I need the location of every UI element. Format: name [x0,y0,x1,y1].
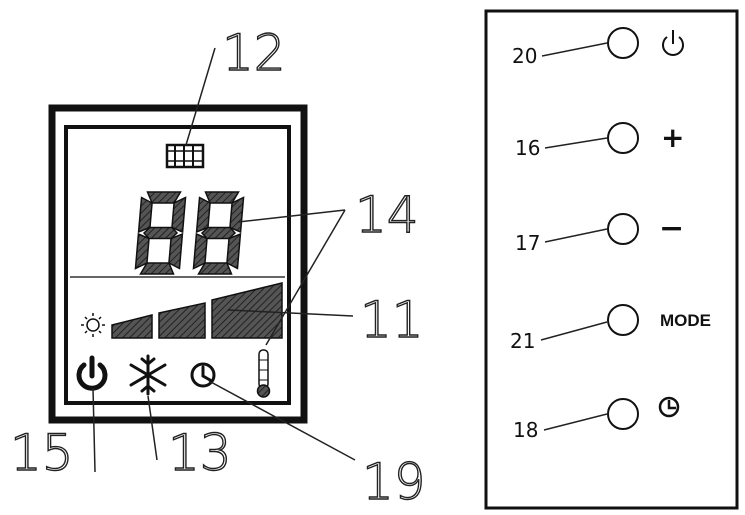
display-unit [48,104,308,424]
callout-lines [92,47,356,473]
timer-button[interactable] [607,398,639,430]
button-panel-frame [484,9,739,510]
digit-2-segment-g [200,226,237,240]
callout-14: 14 [355,186,419,244]
digit-1-segment-e [134,232,150,270]
button-number-17: 17 [515,231,540,255]
button-number-20: 20 [512,44,537,68]
callout-15: 15 [10,424,74,482]
minus-button[interactable] [607,213,639,245]
button-number-18: 18 [513,418,538,442]
button-number-21: 21 [510,329,535,353]
digit-2-segment-e [192,232,208,270]
timer-symbol-icon [658,396,680,418]
callout-labels: 12 14 11 15 13 19 [9,23,426,511]
digit-1-segment-d [139,262,175,275]
clock-icon [190,362,216,388]
button-number-16: 16 [515,136,540,160]
sun-icon [81,313,105,337]
power-icon [76,355,108,391]
digit-2-segment-b [229,196,245,234]
mode-label: MODE [660,311,711,330]
callout-13: 13 [168,424,232,482]
digit-2-segment-a [204,191,240,204]
mode-button[interactable] [607,304,639,336]
power-button[interactable] [607,27,639,59]
digit-1-segment-g [142,226,179,240]
callout-12: 12 [222,24,286,82]
callout-11: 11 [360,291,424,349]
fan-speed-bars [111,282,283,339]
button-panel: 20 16 + 17 − 21 MODE 18 [484,9,739,510]
power-symbol-icon [662,30,684,56]
display-outer-frame [48,104,308,424]
plus-button[interactable] [607,122,639,154]
fan-bar-medium [158,302,206,339]
heater-icon [165,143,205,169]
digit-2-segment-d [197,262,233,275]
snowflake-icon [129,354,167,396]
thermometer-icon [256,349,271,398]
plus-symbol: + [661,121,684,154]
fan-bar-low [111,314,153,339]
callout-19: 19 [362,453,426,511]
digit-display [134,191,245,275]
minus-symbol: − [659,211,684,246]
digit-1-segment-b [171,196,187,234]
display-inner-frame [64,125,291,405]
digit-1-segment-a [146,191,182,204]
